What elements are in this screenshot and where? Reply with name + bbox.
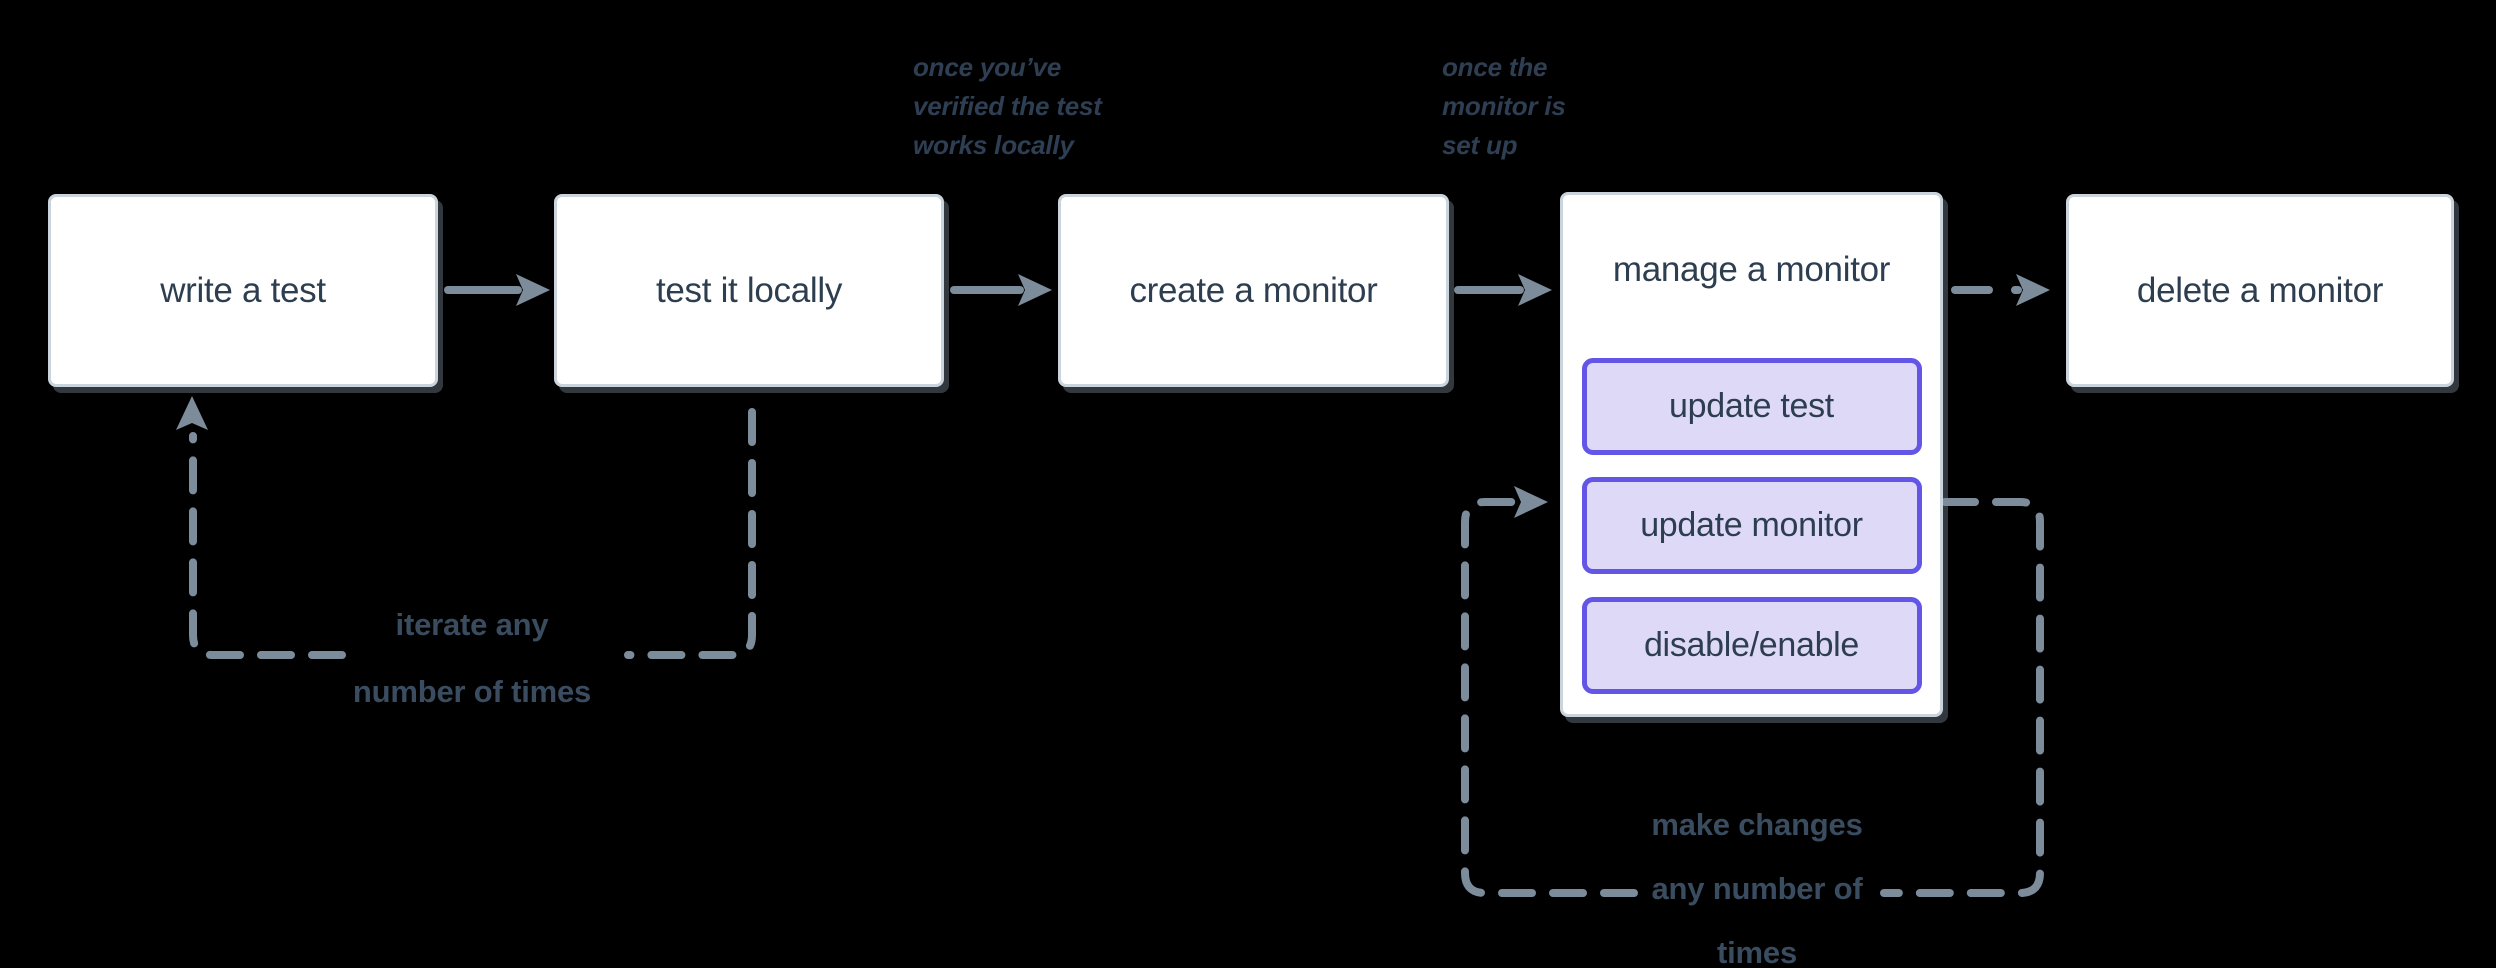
caption-line: number of times: [352, 674, 592, 709]
arrow-test-to-create-head: [1018, 274, 1052, 306]
annotation-line: monitor is: [1442, 91, 1566, 121]
annotation-line: works locally: [913, 130, 1074, 160]
annotation-line: once the: [1442, 52, 1548, 82]
caption-make-changes-loop: make changes any number of times: [1557, 793, 1957, 968]
arrow-write-to-test-head: [516, 274, 550, 306]
caption-line: times: [1717, 935, 1797, 968]
iterate-loop-arrowhead: [176, 396, 208, 430]
flow-subbox-label: disable/enable: [1643, 626, 1860, 664]
caption-line: any number of: [1651, 871, 1863, 906]
caption-line: make changes: [1651, 807, 1863, 842]
annotation-line: once you’ve: [913, 52, 1062, 82]
flow-box-label: delete a monitor: [2136, 270, 2384, 310]
annotation-once-setup: once the monitor is set up: [1442, 48, 1566, 165]
flow-box-label: manage a monitor: [1612, 250, 1891, 289]
flow-subbox-update-monitor: update monitor: [1581, 477, 1922, 574]
flow-box-manage-a-monitor: manage a monitor update test update moni…: [1560, 192, 1943, 717]
flow-box-test-it-locally: test it locally: [554, 194, 944, 387]
annotation-once-verified: once you’ve verified the test works loca…: [913, 48, 1102, 165]
caption-line: iterate any: [395, 607, 549, 642]
flow-subbox-disable-enable: disable/enable: [1581, 597, 1922, 694]
flow-subbox-update-test: update test: [1581, 358, 1922, 455]
arrow-manage-to-delete-head: [2016, 274, 2050, 306]
flow-box-label: write a test: [160, 270, 326, 310]
caption-iterate-loop: iterate any number of times: [272, 591, 672, 725]
annotation-line: set up: [1442, 130, 1518, 160]
flow-box-write-a-test: write a test: [48, 194, 438, 387]
flow-subbox-label: update monitor: [1640, 506, 1863, 544]
flow-box-label: create a monitor: [1129, 270, 1378, 310]
flow-box-delete-a-monitor: delete a monitor: [2066, 194, 2454, 387]
flow-box-create-a-monitor: create a monitor: [1058, 194, 1449, 387]
arrow-create-to-manage-head: [1518, 274, 1552, 306]
annotation-line: verified the test: [913, 91, 1102, 121]
changes-loop-arrowhead: [1514, 486, 1548, 518]
flow-subbox-label: update test: [1669, 387, 1834, 425]
flow-box-label: test it locally: [655, 270, 843, 310]
